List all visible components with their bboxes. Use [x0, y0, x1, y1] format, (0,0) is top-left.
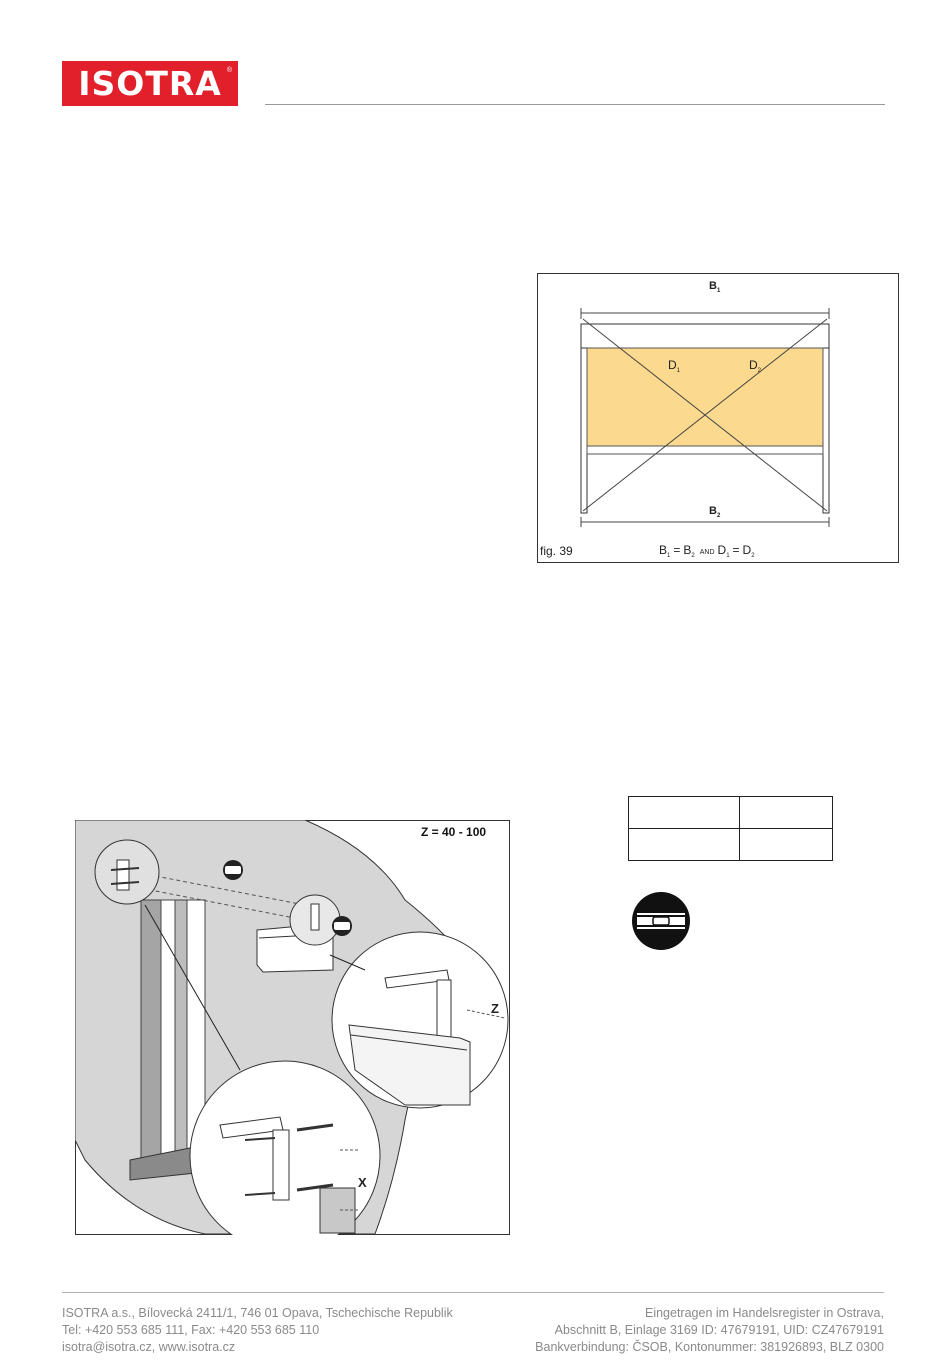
- footer-phone: Tel: +420 553 685 111, Fax: +420 553 685…: [62, 1323, 320, 1337]
- label-b1: B1: [709, 280, 721, 294]
- arrow-to-right-detail: [329, 954, 366, 971]
- footer-contact: isotra@isotra.cz, www.isotra.cz: [62, 1340, 236, 1354]
- table-cell: [628, 796, 740, 829]
- logo-text: ISOTRA: [78, 64, 222, 103]
- left-post: [580, 327, 588, 514]
- logo-registered-mark: ®: [226, 67, 232, 74]
- footer-divider: [62, 1292, 884, 1293]
- measurement-table: [628, 796, 833, 861]
- head-rail: [580, 323, 830, 349]
- label-z: Z: [491, 1001, 499, 1016]
- footer-bank: Bankverbindung: ČSOB, Kontonummer: 38192…: [535, 1340, 884, 1354]
- right-post: [822, 327, 830, 514]
- table-cell: [628, 828, 740, 861]
- label-d2: D2: [749, 358, 762, 374]
- blind-fabric: [586, 347, 824, 447]
- figure-39-caption: fig. 39: [540, 544, 573, 558]
- table-cell: [739, 828, 833, 861]
- bracket-mounting-diagram: Z X Z = 40 - 100: [75, 820, 510, 1235]
- label-x: X: [358, 1175, 367, 1190]
- label-d1: D1: [668, 358, 681, 374]
- footer-ids: Abschnitt B, Einlage 3169 ID: 47679191, …: [554, 1323, 884, 1337]
- table-row: [628, 828, 833, 861]
- table-row: [628, 796, 833, 829]
- bottom-rail: [586, 445, 824, 455]
- arrow-to-bottom-detail: [144, 904, 241, 1071]
- header-divider: [265, 104, 885, 105]
- footer-address: ISOTRA a.s., Bílovecká 2411/1, 746 01 Op…: [62, 1306, 453, 1320]
- table-cell: [739, 796, 833, 829]
- diagonal-d2: [582, 318, 828, 512]
- spirit-level-icon: [632, 892, 690, 950]
- label-b2: B2: [709, 505, 721, 519]
- isotra-logo: ISOTRA ®: [62, 61, 238, 106]
- z-range-label: Z = 40 - 100: [421, 825, 486, 839]
- footer-company-info: ISOTRA a.s., Bílovecká 2411/1, 746 01 Op…: [62, 1305, 453, 1356]
- footer-registration-info: Eingetragen im Handelsregister in Ostrav…: [535, 1305, 884, 1356]
- footer-register: Eingetragen im Handelsregister in Ostrav…: [644, 1306, 884, 1320]
